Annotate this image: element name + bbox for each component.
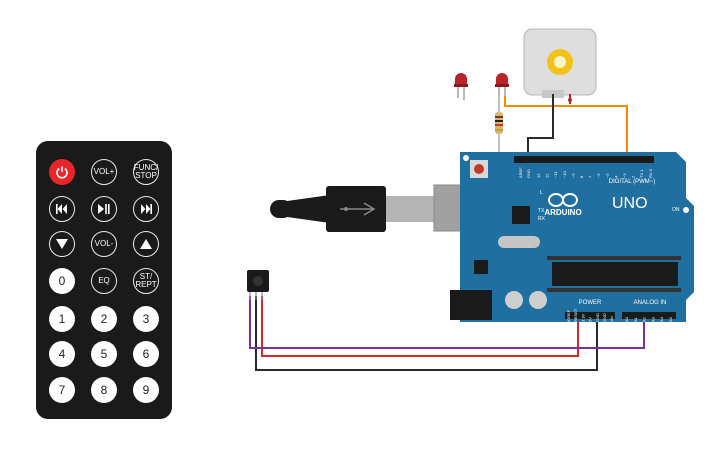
triangle-down-icon (56, 239, 68, 249)
wire-red[interactable] (261, 296, 579, 357)
power-jack[interactable] (450, 290, 492, 320)
digit-9-button[interactable]: 9 (133, 377, 159, 403)
vol-up-button[interactable]: VOL+ (91, 159, 117, 185)
digit-3-button[interactable]: 3 (133, 306, 159, 332)
pin-label: A2 (642, 316, 647, 322)
pin-label: A0 (624, 316, 629, 322)
digit-0-button[interactable]: 0 (49, 268, 75, 294)
pin-label: A5 (668, 316, 673, 322)
pin-label: 13 (536, 173, 541, 178)
motor-gear-hub (554, 56, 566, 68)
digit-5-button[interactable]: 5 (91, 341, 117, 367)
pin-label: 4 (613, 175, 618, 178)
digit-6-button[interactable]: 6 (133, 341, 159, 367)
digital-label: DIGITAL (PWM~) (609, 179, 656, 185)
pin-label: ~9 (570, 173, 575, 178)
pin-label: ~6 (596, 173, 601, 178)
pin-label: A3 (650, 316, 655, 322)
digit-2-button[interactable]: 2 (91, 306, 117, 332)
on-label: ON (672, 207, 680, 213)
wire-black[interactable] (255, 296, 598, 371)
aref-label: AREF (518, 167, 523, 178)
arduino-logo-icon (548, 193, 578, 207)
pin-label: A4 (659, 316, 664, 322)
l-label: L (540, 190, 543, 196)
tx-label: TX (538, 208, 545, 214)
power-button[interactable] (49, 159, 75, 185)
wire-orange[interactable] (504, 96, 628, 162)
analog-label: ANALOG IN (634, 300, 667, 306)
pin-label: ~10 (562, 170, 567, 178)
func-stop-button[interactable]: FUNC/ STOP (133, 159, 159, 185)
ir-remote: VOL+ FUNC/ STOP VOL- 0 EQ ST/ REPT 1 2 (36, 141, 172, 419)
up-button[interactable] (133, 231, 159, 257)
digit-7-button[interactable]: 7 (49, 377, 75, 403)
play-pause-button[interactable] (91, 196, 117, 222)
pin-label: ~11 (553, 171, 558, 178)
power-icon (56, 166, 68, 179)
pin-label: ~5 (605, 173, 610, 178)
pin-label: 3.3V (580, 313, 585, 322)
pin-label: RESET (573, 308, 578, 322)
pin-label: 2 (631, 175, 636, 178)
pin-label: 12 (545, 173, 550, 178)
pin-label: IOREF (566, 309, 571, 322)
pin-label: RX 0 (648, 168, 653, 178)
st-rept-button[interactable]: ST/ REPT (133, 268, 159, 294)
digit-8-button[interactable]: 8 (91, 377, 117, 403)
wires (249, 90, 645, 371)
pin-label: 8 (579, 175, 584, 178)
eq-button[interactable]: EQ (91, 268, 117, 294)
atmega-chip (552, 262, 678, 286)
next-track-icon (141, 204, 152, 214)
down-button[interactable] (49, 231, 75, 257)
next-button[interactable] (133, 196, 159, 222)
pin-label: GND (602, 313, 607, 322)
led-left[interactable] (454, 73, 468, 100)
resistor[interactable] (495, 96, 503, 160)
board-brand: ARDUINO (544, 208, 581, 217)
vol-down-button[interactable]: VOL- (91, 231, 117, 257)
pin-label: ~3 (622, 173, 627, 178)
pin-label: 5V (588, 317, 593, 322)
play-pause-icon (98, 204, 110, 214)
digit-4-button[interactable]: 4 (49, 341, 75, 367)
pin-label: A1 (633, 316, 638, 322)
dc-motor[interactable] (523, 28, 597, 104)
previous-track-icon (56, 204, 67, 214)
prev-button[interactable] (49, 196, 75, 222)
ir-receiver[interactable] (247, 270, 269, 300)
pin-label: 7 (588, 175, 593, 178)
pin-label: GND (595, 313, 600, 322)
pin-label: TX 1 (639, 169, 644, 178)
pin-label: Vin (609, 316, 614, 322)
gnd-label: GND (526, 169, 531, 178)
arduino-board[interactable]: ARDUINO UNO ON DIGITAL (PWM~) POWER ANAL… (450, 152, 694, 322)
digit-1-button[interactable]: 1 (49, 306, 75, 332)
triangle-up-icon (140, 239, 152, 249)
board-model: UNO (612, 195, 648, 212)
rx-label: RX (538, 216, 546, 222)
power-label: POWER (579, 300, 602, 306)
digital-header (514, 156, 654, 163)
wire-motor-black[interactable] (527, 90, 554, 160)
led-right[interactable] (495, 73, 509, 96)
